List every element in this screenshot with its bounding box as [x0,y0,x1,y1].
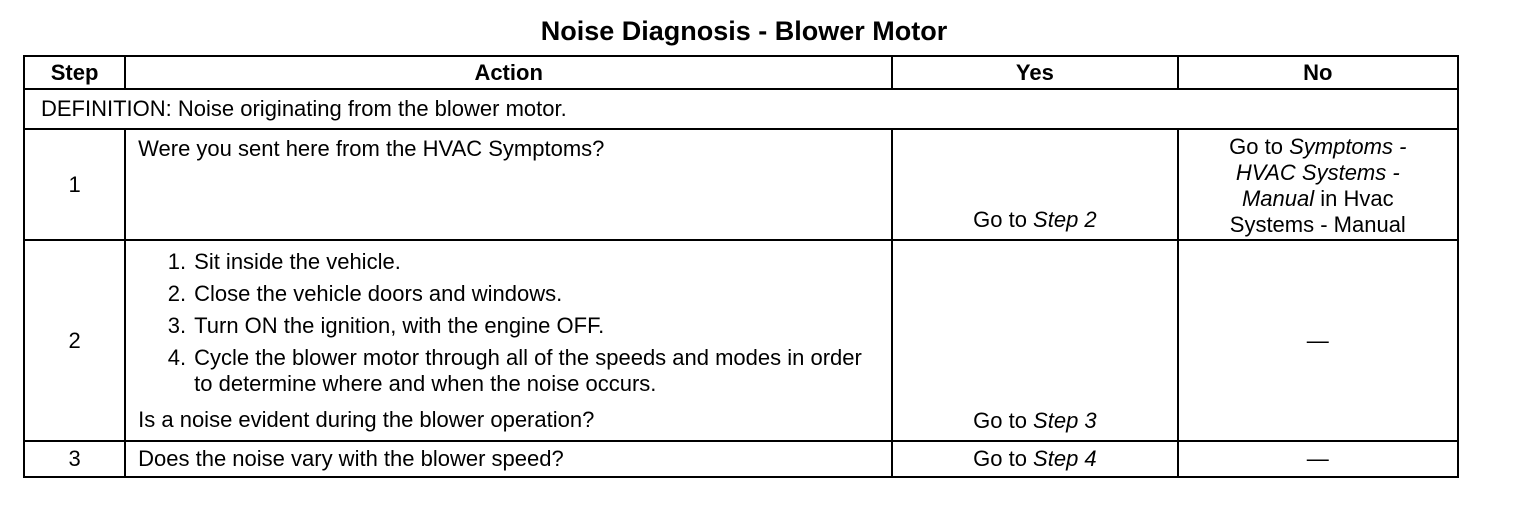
table-row-step-3: 3 Does the noise vary with the blower sp… [22,440,1460,478]
list-item: 2. Close the vehicle doors and windows. [168,281,879,307]
definition-row: DEFINITION: Noise originating from the b… [23,88,1459,130]
list-item: 1. Sit inside the vehicle. [168,249,879,275]
no-cell: Go to Symptoms - HVAC Systems - Manual i… [1176,128,1460,241]
action-question: Were you sent here from the HVAC Symptom… [138,136,605,161]
substep-text: Sit inside the vehicle. [194,249,401,274]
no-italic-3: Manual [1241,186,1315,211]
step-number: 1 [22,128,127,241]
header-step: Step [22,55,127,90]
yes-cell: Go to Step 2 [891,128,1179,241]
page-title: Noise Diagnosis - Blower Motor [540,16,948,46]
header-action: Action [124,55,894,90]
yes-step-link: Step 3 [1033,408,1097,433]
table-row-step-1: 1 Were you sent here from the HVAC Sympt… [22,128,1460,241]
yes-prefix: Go to [973,446,1034,471]
no-text-1: Go to [1229,134,1290,159]
yes-prefix: Go to [973,207,1034,232]
yes-prefix: Go to [973,408,1034,433]
yes-step-link: Step 2 [1033,207,1097,232]
no-dash: — [1306,327,1329,353]
substep-number: 2. [167,281,187,306]
step-number: 3 [22,440,127,478]
no-cell: — [1176,239,1460,442]
yes-step-link: Step 4 [1033,446,1097,471]
definition-text: DEFINITION: Noise originating from the b… [23,88,1459,130]
list-item: 4. Cycle the blower motor through all of … [168,345,879,397]
substep-text: Cycle the blower motor through all of th… [194,345,862,396]
substep-list: 1. Sit inside the vehicle. 2. Close the ve… [138,249,879,397]
header-row: Step Action Yes No [22,55,1460,90]
no-text-3: Systems - Manual [1229,212,1406,237]
yes-cell: Go to Step 3 [891,239,1179,442]
action-text: Were you sent here from the HVAC Symptom… [124,128,894,241]
step-number: 2 [22,239,127,442]
action-question: Is a noise evident during the blower ope… [138,407,595,432]
substep-text: Turn ON the ignition, with the engine OF… [194,313,605,338]
diagnosis-table: Step Action Yes No DEFINITION: Noise ori… [22,55,1460,478]
no-italic-2: HVAC Systems - [1235,160,1400,185]
header-no: No [1176,55,1460,90]
substep-number: 3. [167,313,187,338]
action-question: Does the noise vary with the blower spee… [138,446,564,471]
no-cell: — [1176,440,1460,478]
yes-cell: Go to Step 4 [891,440,1179,478]
substep-text: Close the vehicle doors and windows. [194,281,563,306]
list-item: 3. Turn ON the ignition, with the engine … [168,313,879,339]
substep-number: 1. [167,249,187,274]
no-dash: — [1306,446,1329,471]
no-italic-1: Symptoms - [1289,134,1407,159]
no-text-2: in Hvac [1314,186,1394,211]
action-text: Does the noise vary with the blower spee… [124,440,894,478]
action-text: 1. Sit inside the vehicle. 2. Close the ve… [124,239,894,442]
substep-number: 4. [167,345,187,370]
table-row-step-2: 2 1. Sit inside the vehicle. 2. Close the … [22,239,1460,442]
header-yes: Yes [891,55,1179,90]
